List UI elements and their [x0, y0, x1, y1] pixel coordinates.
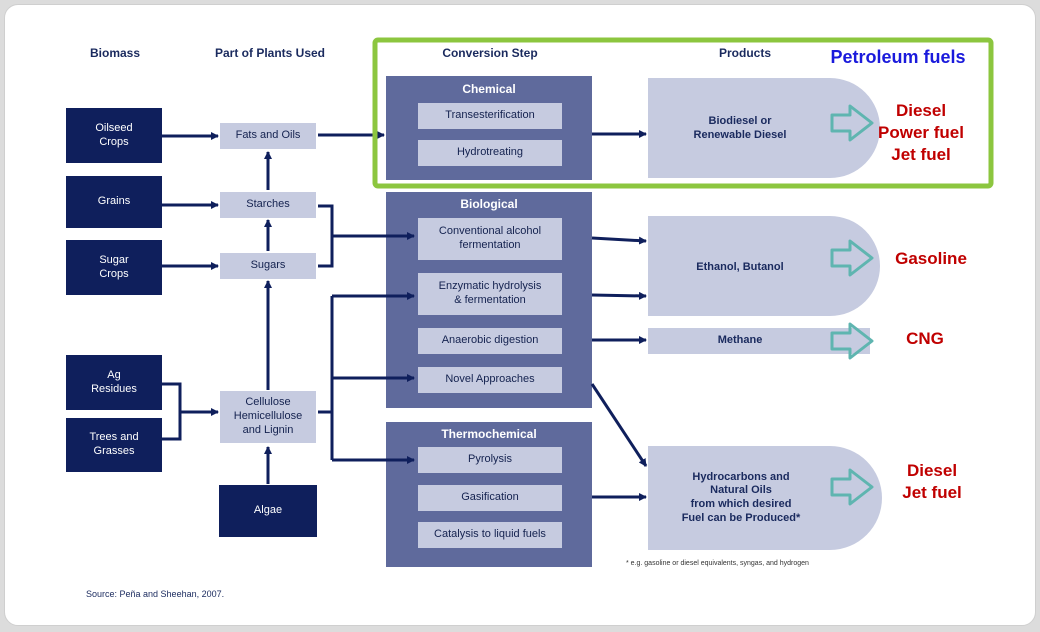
thermochemical-title: Thermochemical: [441, 426, 537, 441]
step-anaerobic-digestion: Anaerobic digestion: [418, 328, 562, 354]
biomass-algae: Algae: [219, 485, 317, 537]
product-shape-biodiesel: [648, 78, 880, 178]
arrow-icon: [830, 468, 874, 506]
product-hydrocarbons: Hydrocarbons and Natural Oils from which…: [681, 470, 801, 524]
fuel-diesel-jet: Diesel Jet fuel: [902, 460, 962, 502]
product-shape-ethanol: [648, 216, 880, 316]
header-products: Products: [718, 45, 771, 60]
footnote: * e.g. gasoline or diesel equivalents, s…: [626, 559, 809, 567]
header-biomass: Biomass: [89, 45, 141, 60]
part-fats-oils: Fats and Oils: [220, 123, 316, 149]
biomass-sugar-crops: Sugar Crops: [66, 240, 162, 295]
fuel-gasoline: Gasoline: [895, 249, 967, 269]
part-sugars: Sugars: [220, 253, 316, 279]
arrow-icon: [830, 104, 874, 142]
petroleum-highlight-box: [372, 37, 994, 189]
step-conventional-fermentation: Conventional alcohol fermentation: [418, 218, 562, 260]
step-catalysis: Catalysis to liquid fuels: [418, 522, 562, 548]
biomass-grains: Grains: [66, 176, 162, 228]
chemical-title: Chemical: [462, 81, 516, 96]
step-transesterification: Transesterification: [418, 103, 562, 129]
product-ethanol-butanol: Ethanol, Butanol: [696, 261, 784, 274]
arrow-icon: [830, 239, 874, 277]
biomass-oilseed: Oilseed Crops: [66, 108, 162, 163]
part-starches: Starches: [220, 192, 316, 218]
fuel-diesel-power-jet: Diesel Power fuel Jet fuel: [878, 100, 964, 165]
step-enzymatic-hydrolysis: Enzymatic hydrolysis & fermentation: [418, 273, 562, 315]
header-conversion: Conversion Step: [442, 45, 538, 60]
part-cellulose: Cellulose Hemicellulose and Lignin: [220, 391, 316, 443]
product-shape-hydrocarbons: [648, 446, 882, 550]
product-biodiesel: Biodiesel or Renewable Diesel: [693, 115, 787, 141]
biomass-ag-residues: Ag Residues: [66, 355, 162, 410]
fuel-cng: CNG: [906, 329, 944, 349]
source-citation: Source: Peña and Sheehan, 2007.: [86, 589, 225, 600]
product-methane: Methane: [717, 334, 763, 347]
arrow-icon: [830, 322, 874, 360]
step-pyrolysis: Pyrolysis: [418, 447, 562, 473]
header-parts: Part of Plants Used: [214, 45, 326, 60]
biomass-trees-grasses: Trees and Grasses: [66, 418, 162, 472]
step-hydrotreating: Hydrotreating: [418, 140, 562, 166]
step-gasification: Gasification: [418, 485, 562, 511]
petroleum-fuels-label: Petroleum fuels: [830, 46, 966, 67]
step-novel-approaches: Novel Approaches: [418, 367, 562, 393]
biological-title: Biological: [460, 196, 518, 211]
